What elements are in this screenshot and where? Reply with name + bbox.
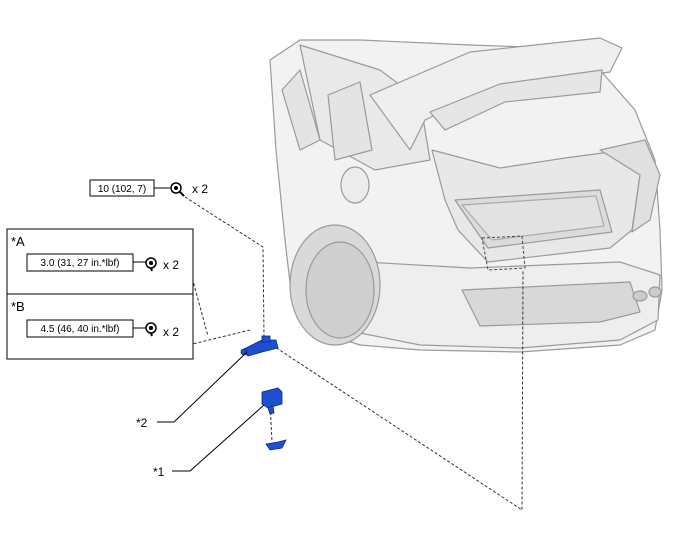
variant-tag-b: *B [11, 299, 25, 314]
torque-value-a: 3.0 (31, 27 in.*lbf) [41, 258, 120, 269]
torque-count-a: x 2 [163, 258, 179, 272]
torque-count-top: x 2 [192, 182, 208, 196]
torque-spec-top: 10 (102, 7) x 2 [89, 179, 208, 197]
sensor-module-part [261, 387, 283, 415]
nut-icon-b [145, 322, 157, 337]
torque-count-b: x 2 [163, 325, 179, 339]
vehicle-rear-illustration [269, 37, 663, 353]
grommet-part [265, 439, 287, 451]
nut-icon-a [145, 257, 157, 272]
callout-label-1: *1 [153, 465, 165, 479]
variant-spec-table: *A 3.0 (31, 27 in.*lbf) x 2 *B 4.5 (46, … [6, 228, 194, 360]
callout-part-1: *1 [153, 404, 265, 479]
callout-part-2: *2 [136, 351, 248, 430]
bolt-icon [170, 182, 185, 197]
variant-tag-a: *A [11, 234, 25, 249]
torque-value-b: 4.5 (46, 40 in.*lbf) [41, 324, 120, 335]
trunk-detail-marker [481, 235, 526, 271]
callout-label-2: *2 [136, 416, 148, 430]
bracket-part [240, 335, 279, 357]
torque-value-top: 10 (102, 7) [98, 184, 146, 195]
